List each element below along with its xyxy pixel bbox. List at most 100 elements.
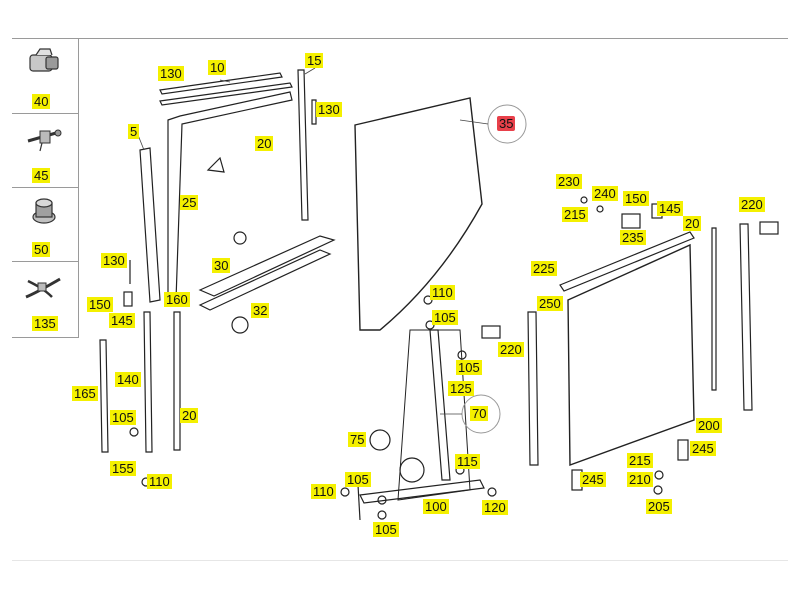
- callout-205[interactable]: 205: [646, 499, 672, 514]
- belt-strip-30: [198, 235, 336, 297]
- bolt-105-bottom-b: [377, 510, 387, 520]
- callout-145-right[interactable]: 145: [657, 201, 683, 216]
- callout-155[interactable]: 155: [110, 461, 136, 476]
- callout-160[interactable]: 160: [164, 292, 190, 307]
- washer-210: [654, 470, 664, 480]
- callout-130-left[interactable]: 130: [101, 253, 127, 268]
- legend-cell-40[interactable]: 40: [12, 39, 78, 114]
- rail-140: [143, 311, 153, 453]
- bolt-120: [487, 487, 497, 497]
- callout-70[interactable]: 70: [470, 406, 489, 421]
- callout-105-mid[interactable]: 105: [456, 360, 482, 375]
- motor-75: [369, 429, 391, 451]
- seal-220-left: [527, 311, 539, 466]
- grommet-icon: [29, 48, 59, 72]
- callout-220-left[interactable]: 220: [498, 342, 524, 357]
- clip-32-bottom: [231, 316, 249, 334]
- clip-145-left: [123, 291, 133, 307]
- top-rule: [12, 38, 788, 39]
- callout-215-top[interactable]: 215: [562, 207, 588, 222]
- callout-105-lower[interactable]: 105: [345, 472, 371, 487]
- callout-240[interactable]: 240: [592, 186, 618, 201]
- callout-230[interactable]: 230: [556, 174, 582, 189]
- callout-145-left[interactable]: 145: [109, 313, 135, 328]
- callout-245-right[interactable]: 245: [690, 441, 716, 456]
- rail-20-left: [173, 311, 181, 451]
- bolt-110: [423, 295, 433, 305]
- callout-125[interactable]: 125: [448, 381, 474, 396]
- callout-235[interactable]: 235: [620, 230, 646, 245]
- callout-130-right[interactable]: 130: [316, 102, 342, 117]
- regulator-rail: [429, 329, 451, 481]
- clip-220-left: [481, 325, 501, 339]
- bolt-105-bottom-a: [377, 495, 387, 505]
- callout-200[interactable]: 200: [696, 418, 722, 433]
- plug-icon: [32, 198, 56, 224]
- bracket-left: [357, 484, 361, 521]
- clip-30-top: [233, 231, 247, 245]
- regulator-gear: [399, 457, 425, 483]
- legend-cell-135[interactable]: 135: [12, 261, 78, 335]
- callout-105-bottom[interactable]: 105: [373, 522, 399, 537]
- callout-130[interactable]: 130: [158, 66, 184, 81]
- callout-115[interactable]: 115: [455, 454, 480, 469]
- bolt-110-bottom: [340, 487, 350, 497]
- callout-220-right[interactable]: 220: [739, 197, 765, 212]
- callout-75[interactable]: 75: [348, 432, 367, 447]
- front-seal-5: [139, 147, 161, 303]
- door-glass-35: [354, 97, 483, 331]
- callout-120[interactable]: 120: [482, 500, 508, 515]
- callout-105-left[interactable]: 105: [110, 410, 136, 425]
- cable-tie-icon: [25, 277, 61, 299]
- screw-230: [580, 196, 588, 204]
- small-parts-legend: 40 45 50 135: [12, 39, 79, 338]
- bolt-105-left: [129, 427, 139, 437]
- callout-20-left[interactable]: 20: [180, 408, 199, 423]
- screw-240: [596, 205, 604, 213]
- seal-15: [297, 69, 309, 221]
- belt-strip-32: [198, 249, 332, 311]
- callout-150-right[interactable]: 150: [623, 191, 649, 206]
- screw-205: [653, 485, 663, 495]
- strip-130-right: [311, 99, 317, 125]
- callout-225[interactable]: 225: [531, 261, 557, 276]
- callout-210[interactable]: 210: [627, 472, 653, 487]
- callout-5[interactable]: 5: [128, 124, 140, 139]
- callout-20-right[interactable]: 20: [683, 216, 702, 231]
- trim-strip-130: [159, 72, 283, 95]
- callout-150-left[interactable]: 150: [87, 297, 113, 312]
- legend-cell-50[interactable]: 50: [12, 187, 78, 262]
- callout-32[interactable]: 32: [251, 303, 270, 318]
- bolt-105-top: [425, 320, 435, 330]
- bolt-105-mid: [457, 350, 467, 360]
- seal-220-right: [739, 223, 753, 411]
- callout-110-left[interactable]: 110: [147, 474, 172, 489]
- seal-165: [99, 339, 109, 453]
- legend-label-135: 135: [32, 316, 58, 331]
- seal-20-right: [711, 227, 717, 391]
- callout-10[interactable]: 10: [208, 60, 227, 75]
- legend-label-45: 45: [32, 168, 51, 183]
- callout-215-bottom[interactable]: 215: [627, 453, 653, 468]
- callout-110-bottom[interactable]: 110: [311, 484, 336, 499]
- callout-105-top[interactable]: 105: [432, 310, 458, 325]
- callout-15[interactable]: 15: [305, 53, 324, 68]
- callout-245-left[interactable]: 245: [580, 472, 606, 487]
- callout-100[interactable]: 100: [423, 499, 449, 514]
- callout-110-top[interactable]: 110: [430, 285, 455, 300]
- rear-glass-200: [567, 243, 695, 466]
- callout-140[interactable]: 140: [115, 372, 141, 387]
- legend-cell-45[interactable]: 45: [12, 113, 78, 188]
- callout-35[interactable]: 35: [497, 116, 516, 131]
- clip-25: [206, 156, 225, 173]
- callout-25[interactable]: 25: [180, 195, 199, 210]
- bracket-235: [621, 213, 641, 229]
- callout-20-top[interactable]: 20: [255, 136, 274, 151]
- clip-220-right: [759, 221, 779, 235]
- callout-30[interactable]: 30: [212, 258, 231, 273]
- clip-245-right: [677, 439, 689, 461]
- callout-250[interactable]: 250: [537, 296, 563, 311]
- callout-165[interactable]: 165: [72, 386, 98, 401]
- belt-strip-225: [559, 231, 695, 292]
